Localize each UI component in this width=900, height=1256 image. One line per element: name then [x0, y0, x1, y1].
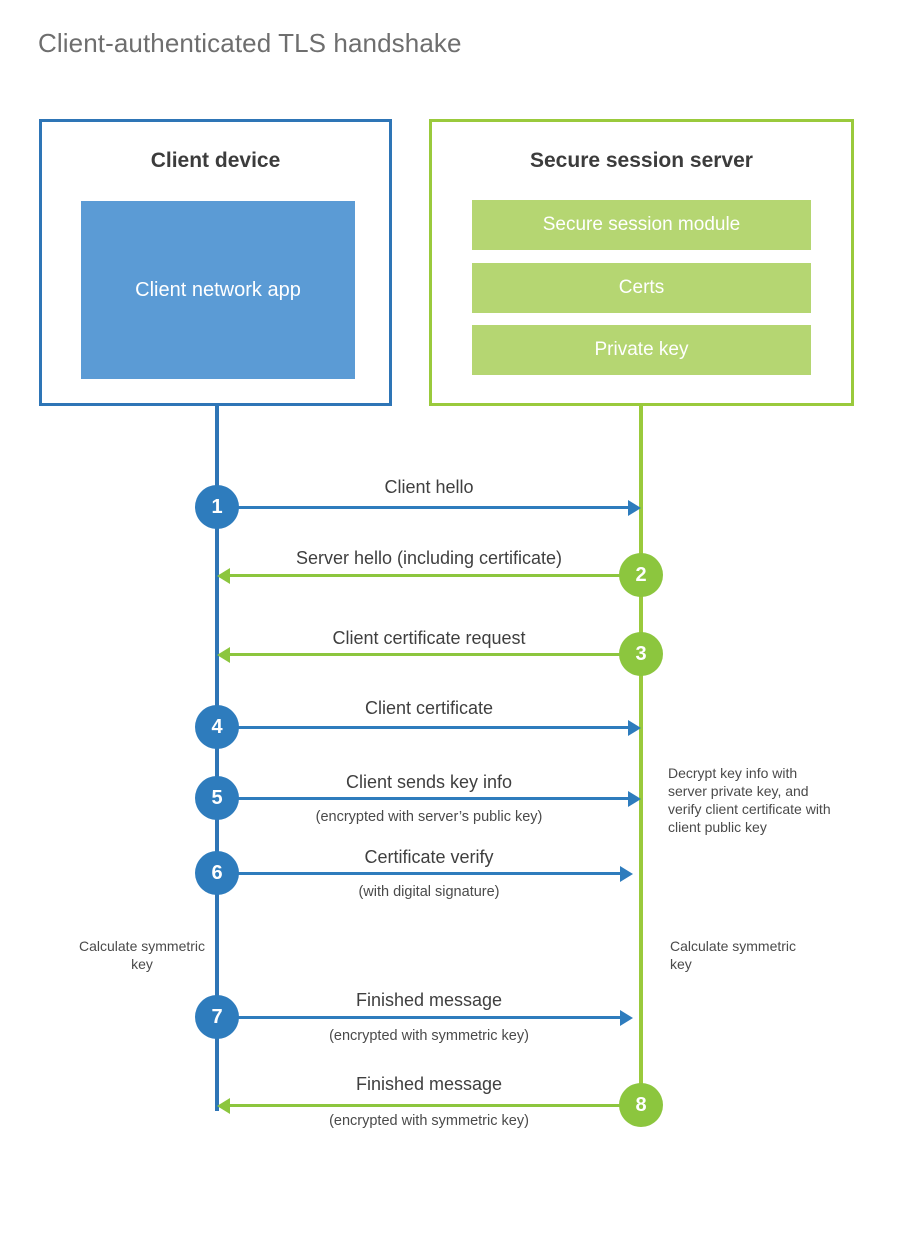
server-block-private-key: Private key — [472, 325, 811, 375]
step-1-marker[interactable]: 1 — [195, 485, 239, 529]
step-3-marker[interactable]: 3 — [619, 632, 663, 676]
step-6-label: Certificate verify — [364, 847, 494, 867]
step-8-arrow-line — [230, 1104, 641, 1107]
step-5-sublabel: (encrypted with server’s public key) — [315, 809, 543, 825]
step-4-arrow-line — [217, 726, 628, 729]
client-calculate-symmetric-key-note: Calculate symmetric key — [78, 938, 206, 972]
step-2-label: Server hello (including certificate) — [295, 548, 563, 568]
client-lifeline — [215, 406, 219, 1111]
client-device-box: Client device Client network app — [39, 119, 392, 406]
step-7-sublabel: (encrypted with symmetric key) — [329, 1028, 529, 1044]
step-6-sublabel: (with digital signature) — [358, 884, 500, 900]
step-8-arrow-head — [217, 1098, 230, 1114]
server-block-secure-session-module: Secure session module — [472, 200, 811, 250]
step-4-arrow-head — [628, 720, 641, 736]
step-8-sublabel: (encrypted with symmetric key) — [329, 1113, 529, 1129]
secure-session-server-box: Secure session server Secure session mod… — [429, 119, 854, 406]
client-network-app-block: Client network app — [81, 201, 355, 379]
step-6-marker[interactable]: 6 — [195, 851, 239, 895]
step-7-arrow-line — [217, 1016, 620, 1019]
step-5-arrow-head — [628, 791, 641, 807]
server-decrypt-note: Decrypt key info with server private key… — [668, 765, 831, 835]
step-3-arrow-line — [230, 653, 641, 656]
step-1-arrow-line — [217, 506, 628, 509]
secure-session-server-title: Secure session server — [530, 149, 753, 172]
step-6-arrow-head — [620, 866, 633, 882]
step-4-label: Client certificate — [364, 698, 494, 718]
step-2-marker[interactable]: 2 — [619, 553, 663, 597]
server-block-certs: Certs — [472, 263, 811, 313]
step-3-label: Client certificate request — [332, 628, 526, 648]
step-5-marker[interactable]: 5 — [195, 776, 239, 820]
step-1-arrow-head — [628, 500, 641, 516]
step-8-marker[interactable]: 8 — [619, 1083, 663, 1127]
step-7-arrow-head — [620, 1010, 633, 1026]
step-7-marker[interactable]: 7 — [195, 995, 239, 1039]
step-7-label: Finished message — [355, 990, 503, 1010]
step-6-arrow-line — [217, 872, 620, 875]
server-lifeline — [639, 406, 643, 1105]
step-5-label: Client sends key info — [345, 772, 513, 792]
step-2-arrow-head — [217, 568, 230, 584]
step-3-arrow-head — [217, 647, 230, 663]
step-5-arrow-line — [217, 797, 628, 800]
server-calculate-symmetric-key-note: Calculate symmetric key — [670, 938, 797, 972]
page-title: Client-authenticated TLS handshake — [38, 28, 462, 58]
step-8-label: Finished message — [355, 1074, 503, 1094]
client-device-title: Client device — [150, 149, 281, 172]
step-4-marker[interactable]: 4 — [195, 705, 239, 749]
step-1-label: Client hello — [384, 477, 474, 497]
step-2-arrow-line — [230, 574, 641, 577]
